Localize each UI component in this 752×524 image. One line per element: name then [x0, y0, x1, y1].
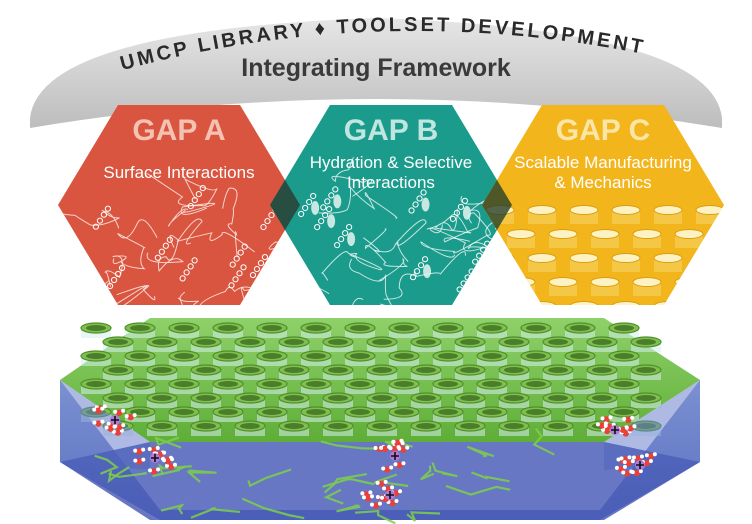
gap-b-title: GAP B — [344, 114, 438, 147]
banner: UMCP LIBRARY ♦ TOOLSET DEVELOPMENT Integ… — [30, 14, 722, 128]
ion-cluster-icon — [92, 404, 657, 509]
gap-b-subtitle-line-2: Interactions — [347, 173, 435, 192]
hex-overlap-bc — [482, 180, 512, 230]
gap-a-subtitle-line-1: Surface Interactions — [103, 163, 254, 182]
gap-c-subtitle-line-2: & Mechanics — [554, 173, 651, 192]
banner-title: Integrating Framework — [241, 54, 511, 82]
gap-c-hexagon: GAP C Scalable Manufacturing & Mechanics — [482, 105, 724, 305]
gap-b-subtitle-line-1: Hydration & Selective — [310, 153, 473, 172]
hex-overlap-ab — [270, 180, 300, 230]
gap-a-title: GAP A — [132, 114, 225, 147]
gap-b-hexagon: GAP B Hydration & Selective Interactions — [270, 105, 512, 305]
gap-c-title: GAP C — [556, 114, 650, 147]
gap-c-subtitle-line-1: Scalable Manufacturing — [514, 153, 692, 172]
gap-a-hexagon: GAP A Surface Interactions — [58, 105, 300, 305]
banner-dome — [30, 18, 722, 128]
nanopore-membrane-icon — [60, 318, 700, 524]
membrane-pores — [80, 322, 662, 436]
gap-hexagons: GAP A Surface Interactions GAP B Hydrati… — [58, 105, 724, 305]
